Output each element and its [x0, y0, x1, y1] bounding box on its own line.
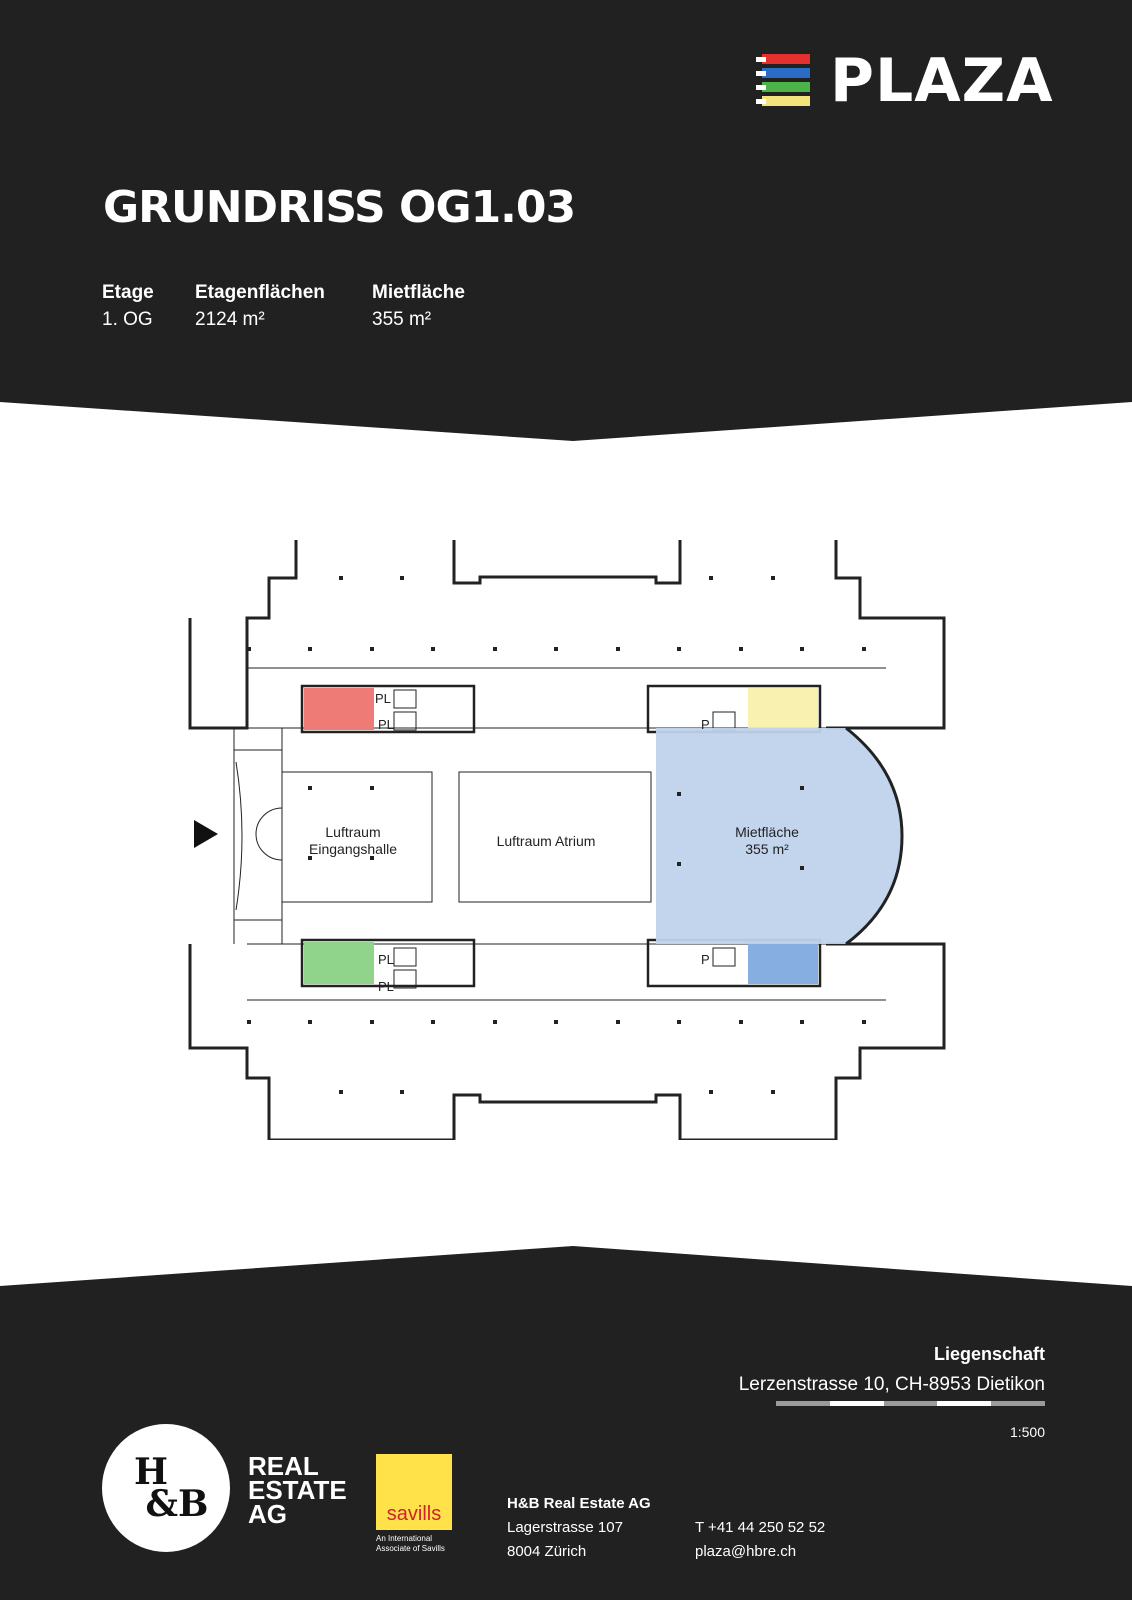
city: 8004 Zürich [507, 1543, 587, 1560]
fact-value: 355 m² [372, 309, 432, 330]
stair-yellow [748, 688, 818, 730]
fact-value: 2124 m² [195, 309, 265, 330]
hb-monogram: H &B [124, 1451, 209, 1525]
tagline-line: An International [376, 1534, 433, 1543]
fact-etagenflaechen: Etagenflächen 2124 m² [195, 282, 325, 331]
fact-label: Mietfläche [372, 282, 465, 303]
wordmark-line: REAL [248, 1451, 319, 1481]
savills-tagline: An International Associate of Savills [376, 1534, 445, 1554]
company-name: H&B Real Estate AG [507, 1495, 651, 1512]
room-label-atrium: Luftraum Atrium [497, 833, 596, 849]
core-bottom-left [300, 938, 476, 988]
room-label-eingangshalle-2: Eingangshalle [309, 841, 397, 857]
property-label: Liegenschaft [933, 1344, 1045, 1364]
entrance-canopy [235, 761, 243, 911]
plaza-logo: PLAZA [756, 46, 1054, 116]
tagline-line: Associate of Savills [376, 1544, 445, 1553]
property-address: Lerzenstrasse 10, CH-8953 Dietikon [738, 1374, 1045, 1395]
page-title: GRUNDRISS OG1.03 [103, 182, 576, 233]
header-band [0, 0, 1132, 441]
entrance-bays [233, 728, 283, 944]
savills-logo: savills [376, 1454, 452, 1530]
outer-wall-bottom [188, 942, 946, 1140]
mietflaeche-area [656, 728, 902, 944]
stair-red [304, 688, 374, 730]
hb-mark-line: H [133, 1451, 168, 1493]
wordmark-line: AG [248, 1499, 287, 1529]
contact-address: H&B Real Estate AG Lagerstrasse 107 8004… [507, 1492, 651, 1564]
scale-label: 1:500 [1009, 1424, 1045, 1440]
phone: T +41 44 250 52 52 [695, 1519, 826, 1536]
wordmark-line: ESTATE [248, 1475, 347, 1505]
core-top-left [300, 684, 476, 734]
floor-plan: Luftraum Eingangshalle Luftraum Atrium M… [188, 540, 946, 1140]
plaza-wordmark: PLAZA [830, 46, 1054, 116]
curved-facade [845, 726, 904, 946]
outer-wall-top [188, 540, 946, 730]
room-label-eingangshalle-1: Luftraum [325, 824, 380, 840]
scale-bar [776, 1401, 1045, 1406]
hb-logo: H &B [102, 1424, 230, 1552]
pl-label: PL [375, 691, 391, 706]
fact-value: 1. OG [102, 309, 153, 330]
entrance-arc [255, 807, 283, 861]
real-estate-ag-wordmark: REAL ESTATE AG [248, 1451, 347, 1529]
footer-band [0, 1246, 1132, 1600]
hb-mark-line: &B [145, 1483, 209, 1525]
pl-label: PL [378, 979, 394, 994]
fact-etage: Etage 1. OG [102, 282, 154, 331]
stair-blue [748, 942, 818, 984]
plaza-stripes-icon [756, 54, 810, 106]
stair-green [304, 942, 374, 984]
street: Lagerstrasse 107 [507, 1519, 623, 1536]
fact-mietflaeche: Mietfläche 355 m² [372, 282, 465, 331]
email-link[interactable]: plaza@hbre.ch [695, 1543, 797, 1560]
contact-details: T +41 44 250 52 52 plaza@hbre.ch [695, 1516, 825, 1564]
fact-label: Etage [102, 282, 154, 303]
p-label: P [701, 717, 710, 732]
p-label: P [701, 952, 710, 967]
savills-wordmark: savills [386, 1503, 442, 1525]
entrance-arrow-icon [194, 820, 218, 848]
pl-label: PL [378, 717, 394, 732]
pl-label: PL [378, 952, 394, 967]
fact-label: Etagenflächen [195, 282, 325, 303]
atrium-void [458, 771, 652, 903]
room-label-mietflaeche: Mietfläche [735, 824, 799, 840]
room-label-mietflaeche-area: 355 m² [745, 841, 789, 857]
